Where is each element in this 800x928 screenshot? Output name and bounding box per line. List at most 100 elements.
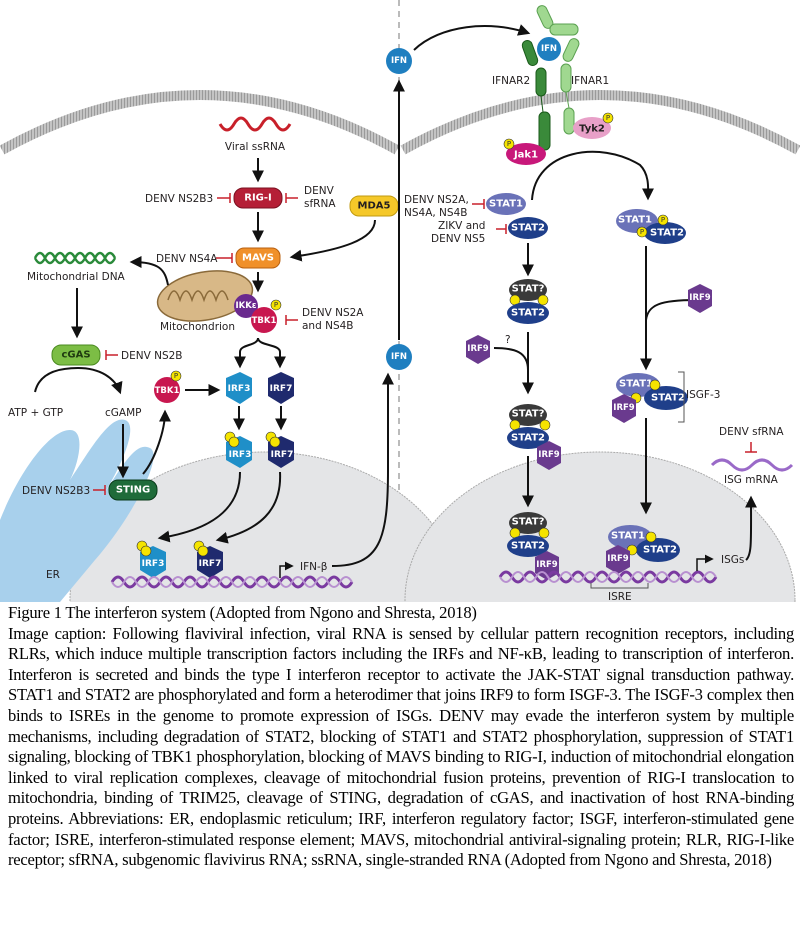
atp-gtp-label: ATP + GTP xyxy=(8,407,63,419)
svg-text:STAT?: STAT? xyxy=(512,284,545,295)
inhibitor-stat1-2: NS4A, NS4B xyxy=(404,207,467,219)
rig-i-node xyxy=(233,187,283,209)
svg-text:IRF3: IRF3 xyxy=(229,450,252,460)
svg-text:STAT?: STAT? xyxy=(512,517,545,528)
caption-heading: Figure 1 The interferon system (Adopted … xyxy=(8,603,477,622)
ifnar2-receptor xyxy=(521,39,551,151)
isg-mrna-label: ISG mRNA xyxy=(724,474,779,486)
inhibitor-stat2-1: ZIKV and xyxy=(438,220,485,232)
inhibitor-rig-i-right-2: sfRNA xyxy=(304,198,336,210)
svg-text:IRF7: IRF7 xyxy=(270,384,293,394)
stat1-node xyxy=(486,193,526,215)
inhibitor-tbk1-2: and NS4B xyxy=(302,320,354,332)
mito-dna-label: Mitochondrial DNA xyxy=(27,271,126,283)
svg-text:STAT1: STAT1 xyxy=(489,199,523,210)
ifnar1-label: IFNAR1 xyxy=(571,75,609,87)
svg-text:P: P xyxy=(661,216,665,224)
svg-text:Tyk2: Tyk2 xyxy=(579,124,605,135)
er-shape xyxy=(0,419,154,602)
svg-text:STAT2: STAT2 xyxy=(651,393,685,404)
isgs-label: ISGs xyxy=(721,554,744,566)
irf9-node-free xyxy=(466,335,490,364)
svg-text:IRF9: IRF9 xyxy=(538,450,560,460)
cgas-node xyxy=(51,344,101,366)
stat2-node-complex-1 xyxy=(507,302,549,324)
ifn-node-lower xyxy=(386,344,412,370)
sting-node xyxy=(108,479,158,501)
er-label: ER xyxy=(46,569,60,581)
interferon-system-figure: ER Viral ssRNA RIG-I DENV NS2B3 DENV sfR… xyxy=(0,0,800,602)
svg-text:TBK1: TBK1 xyxy=(155,386,180,396)
cgamp-label: cGAMP xyxy=(105,407,141,419)
stat-unknown-node-1 xyxy=(509,279,547,301)
jak1-node xyxy=(506,143,546,165)
ifn-node-upper xyxy=(386,48,412,74)
tbk1-node-2 xyxy=(154,377,180,403)
inhibitor-cgas: DENV NS2B xyxy=(121,350,183,362)
denv-sfrna-label: DENV sfRNA xyxy=(719,426,784,438)
tyk2-node xyxy=(573,117,611,139)
svg-text:STAT2: STAT2 xyxy=(511,541,545,552)
isg-mrna-icon xyxy=(710,458,794,472)
svg-text:IRF9: IRF9 xyxy=(689,293,711,303)
inhibitor-rig-i-right-1: DENV xyxy=(304,185,335,197)
irf9-node-isgf3 xyxy=(612,394,636,423)
svg-text:STAT2: STAT2 xyxy=(650,228,684,239)
svg-text:STING: STING xyxy=(116,485,150,496)
stat2-node xyxy=(508,217,548,239)
svg-text:P: P xyxy=(606,114,610,122)
isre-label: ISRE xyxy=(608,591,632,602)
irf3-node xyxy=(226,372,252,404)
ifnar1-receptor xyxy=(536,5,580,135)
tbk1-node xyxy=(251,307,277,333)
ifn-bound-node xyxy=(537,37,561,61)
svg-text:STAT1: STAT1 xyxy=(618,215,652,226)
inhibitor-tbk1-1: DENV NS2A xyxy=(302,307,364,319)
svg-text:IFN: IFN xyxy=(391,352,407,362)
svg-text:IRF3: IRF3 xyxy=(142,559,165,569)
irf9-node-nuclear-2 xyxy=(606,545,630,574)
inhibitor-rig-i-left: DENV NS2B3 xyxy=(145,193,213,205)
cell-membrane-left xyxy=(0,90,400,155)
svg-text:STAT2: STAT2 xyxy=(511,433,545,444)
svg-text:cGAS: cGAS xyxy=(61,350,90,361)
irf9-node-isgf3-source xyxy=(688,284,712,313)
inhibitor-stat2-2: DENV NS5 xyxy=(431,233,485,245)
svg-text:RIG-I: RIG-I xyxy=(244,193,272,204)
svg-text:TBK1: TBK1 xyxy=(252,316,277,326)
svg-text:STAT2: STAT2 xyxy=(511,223,545,234)
mavs-node xyxy=(235,247,281,269)
stat-unknown-node-2 xyxy=(509,404,547,426)
svg-text:IFN: IFN xyxy=(541,44,557,54)
svg-text:MDA5: MDA5 xyxy=(358,201,391,212)
svg-text:IRF9: IRF9 xyxy=(467,344,489,354)
svg-text:IRF7: IRF7 xyxy=(199,559,222,569)
irf9-node-complex-2 xyxy=(537,441,561,470)
viral-rna-label: Viral ssRNA xyxy=(225,141,286,153)
inhibitor-mavs: DENV NS4A xyxy=(156,253,218,265)
mito-dna-icon xyxy=(33,251,117,265)
caption-body: Image caption: Following flaviviral infe… xyxy=(8,623,794,870)
svg-text:IFN: IFN xyxy=(391,56,407,66)
svg-text:P: P xyxy=(274,301,278,309)
stat2-node-nuclear-2 xyxy=(636,538,680,562)
viral-rna-icon xyxy=(218,116,292,132)
svg-text:Jak1: Jak1 xyxy=(513,150,538,161)
ifn-beta-label: IFN-β xyxy=(300,561,327,573)
isgf3-label: ISGF-3 xyxy=(686,389,720,401)
cell-membrane-right xyxy=(400,90,800,155)
stat2-node-isgf3 xyxy=(644,386,688,410)
inhibitor-sting: DENV NS2B3 xyxy=(22,485,90,497)
inhibitor-stat1-1: DENV NS2A, xyxy=(404,194,469,206)
stat2-node-complex-2 xyxy=(507,427,549,449)
mitochondrion-label: Mitochondrion xyxy=(160,321,235,333)
irf7-node xyxy=(268,372,294,404)
svg-text:IRF9: IRF9 xyxy=(607,554,629,564)
svg-text:STAT2: STAT2 xyxy=(643,545,677,556)
stat2-node-nuclear-1 xyxy=(507,535,549,557)
svg-text:IRF9: IRF9 xyxy=(613,403,635,413)
svg-text:IRF3: IRF3 xyxy=(228,384,251,394)
ikke-node xyxy=(234,294,258,318)
svg-text:STAT?: STAT? xyxy=(512,409,545,420)
ifnar2-label: IFNAR2 xyxy=(492,75,530,87)
